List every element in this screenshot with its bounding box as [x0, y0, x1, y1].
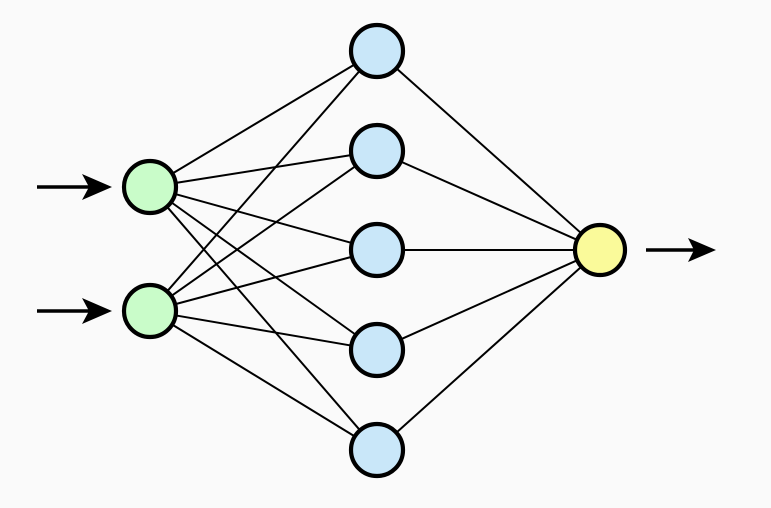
edge-i2-h4 — [173, 314, 354, 347]
edge-i2-h5 — [169, 322, 358, 439]
node-i1[interactable] — [121, 158, 179, 216]
input-arrow-top-head — [82, 174, 112, 200]
output-arrow-head — [688, 238, 716, 262]
nodes-group — [121, 22, 628, 479]
node-h5[interactable] — [348, 421, 406, 479]
edge-i1-h5 — [164, 204, 363, 433]
edge-i2-h1 — [165, 68, 362, 294]
node-o1[interactable] — [572, 222, 628, 278]
node-i2[interactable] — [121, 282, 179, 340]
edge-i1-h4 — [168, 200, 359, 337]
input-arrow-bottom — [37, 298, 112, 324]
input-arrow-bottom-head — [82, 298, 112, 324]
edge-i1-h3 — [172, 192, 355, 245]
node-h3[interactable] — [348, 221, 406, 279]
input-arrow-top — [37, 174, 112, 200]
edge-i2-h2 — [169, 164, 358, 298]
edge-h2-o1 — [398, 159, 580, 242]
edge-h5-o1 — [394, 264, 584, 435]
edge-i1-h1 — [170, 62, 357, 176]
edge-i2-h3 — [172, 255, 355, 306]
edge-i1-h2 — [173, 153, 354, 185]
node-h4[interactable] — [348, 321, 406, 379]
edge-h1-o1 — [394, 66, 584, 236]
node-h2[interactable] — [348, 122, 406, 180]
arrows-group — [37, 174, 716, 324]
edge-h4-o1 — [398, 258, 580, 342]
edges-group — [164, 62, 584, 439]
node-h1[interactable] — [348, 22, 406, 80]
output-arrow — [646, 238, 716, 262]
